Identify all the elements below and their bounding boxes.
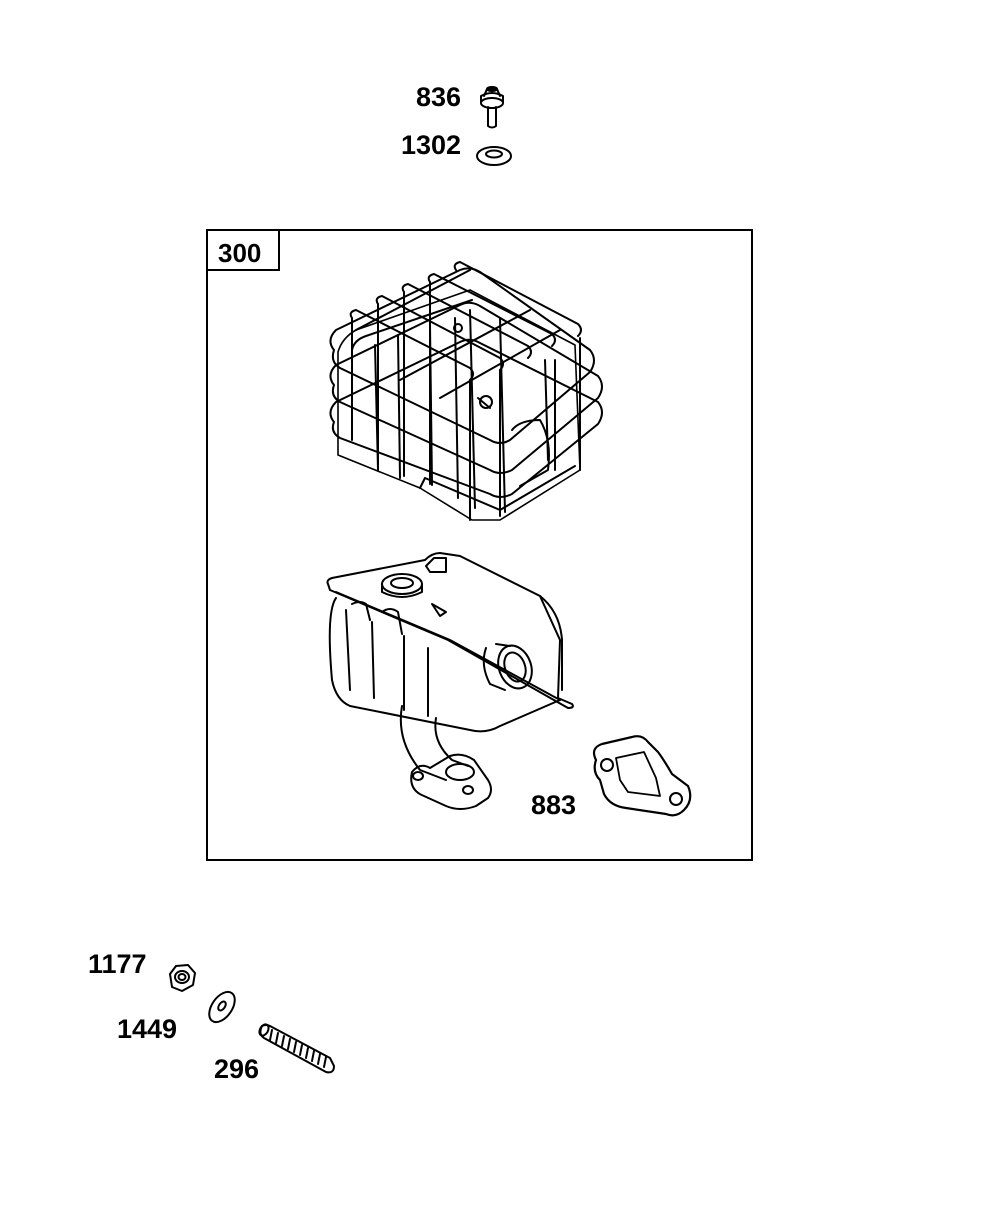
part-label-300: 300	[218, 238, 262, 268]
assembly-300-frame	[206, 229, 753, 861]
washer-1302-illustration	[476, 146, 512, 166]
part-label-1302: 1302	[401, 130, 462, 160]
part-label-883: 883	[531, 790, 577, 820]
part-label-1177: 1177	[88, 949, 147, 979]
washer-1449-illustration	[208, 990, 236, 1024]
part-label-836: 836	[416, 82, 462, 112]
nut-1177-illustration	[169, 964, 196, 992]
part-label-1449: 1449	[117, 1014, 178, 1044]
stud-296-illustration	[258, 1023, 335, 1074]
part-label-296: 296	[214, 1054, 260, 1084]
heat-shield-cage-illustration	[329, 261, 603, 521]
bolt-836-illustration	[480, 86, 504, 129]
assembly-300-tag: 300	[206, 229, 280, 271]
muffler-illustration	[326, 552, 574, 810]
gasket-883-illustration	[592, 735, 692, 817]
